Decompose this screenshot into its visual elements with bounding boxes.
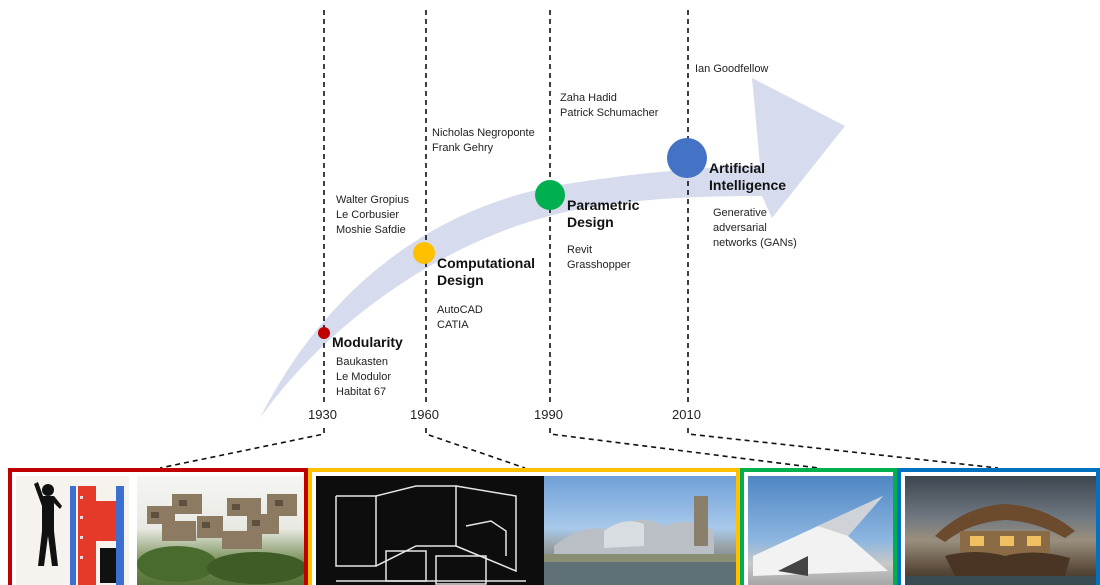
parametric-dot xyxy=(535,180,565,210)
modularity-panel xyxy=(8,468,308,585)
people-group-1: Walter Gropius Le Corbusier Moshie Safdi… xyxy=(336,194,409,236)
modulor-drawing-image xyxy=(16,476,129,585)
ai-dot xyxy=(667,138,707,178)
computational-dot xyxy=(413,242,435,264)
habitat-67-photo xyxy=(137,476,304,585)
connector-1960 xyxy=(425,428,526,469)
zaha-hadid-building-photo xyxy=(748,476,893,585)
wireframe-cad-image xyxy=(316,476,544,585)
year-label-1960: 1960 xyxy=(410,407,439,422)
people-group-2: Nicholas Negroponte Frank Gehry xyxy=(432,127,535,154)
era-title-ai: Artificial Intelligence xyxy=(709,160,787,193)
ai-generated-house-image xyxy=(905,476,1096,585)
connector-2010 xyxy=(687,428,999,469)
era-items-ai: Generative adversarial networks (GANs) xyxy=(713,207,797,249)
timeline-arrow xyxy=(260,78,845,418)
connector-1930 xyxy=(159,428,325,469)
connector-1990 xyxy=(549,428,819,469)
people-group-4: Ian Goodfellow xyxy=(695,63,769,75)
year-label-2010: 2010 xyxy=(672,407,701,422)
guggenheim-bilbao-photo xyxy=(544,476,736,585)
era-items-computational: AutoCAD CATIA xyxy=(437,304,483,331)
modularity-dot xyxy=(318,327,330,339)
era-title-computational: Computational Design xyxy=(437,255,535,288)
computational-panel xyxy=(308,468,740,585)
year-label-1990: 1990 xyxy=(534,407,563,422)
era-title-parametric: Parametric Design xyxy=(567,197,640,230)
people-group-3: Zaha Hadid Patrick Schumacher xyxy=(560,92,659,119)
era-items-parametric: Revit Grasshopper xyxy=(567,244,631,271)
era-items-modularity: Baukasten Le Modulor Habitat 67 xyxy=(336,356,392,398)
year-label-1930: 1930 xyxy=(308,407,337,422)
era-title-modularity: Modularity xyxy=(332,334,403,350)
parametric-panel xyxy=(740,468,897,585)
ai-panel xyxy=(897,468,1100,585)
